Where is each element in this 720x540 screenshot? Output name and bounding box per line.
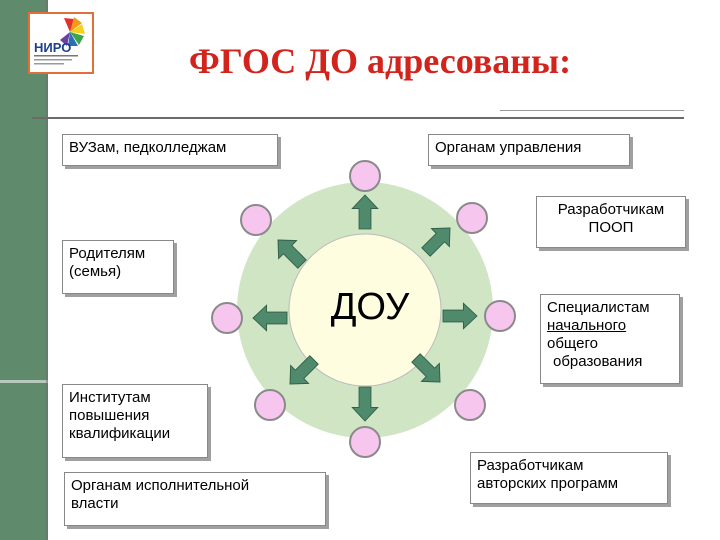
addressee-executive-line2: власти [71,495,119,512]
logo-text: НИРО [34,40,71,55]
addressee-institutes-line1: Институтам [69,389,151,406]
addressee-parents-line1: Родителям [69,245,146,262]
addressee-institutes-line2: повышения [69,407,150,424]
addressee-developers-poop-line1: Разработчикам [557,201,665,218]
addressee-executive: Органам исполнительной власти [64,472,326,526]
addressee-management: Органам управления [428,134,630,166]
left-sidebar-band [0,0,48,540]
addressee-vuz: ВУЗам, педколледжам [62,134,278,166]
addressee-developers-poop-line2: ПООП [588,219,634,236]
addressee-executive-line1: Органам исполнительной [71,477,250,494]
addressee-specialists-line4: образования [553,353,643,370]
node-bottom-right [454,389,486,421]
addressee-specialists-line3: общего [547,335,598,352]
node-bottom-left [254,389,286,421]
node-right [484,300,516,332]
addressee-developers-poop: Разработчикам ПООП [536,196,686,248]
addressee-authors-line1: Разработчикам [477,457,584,474]
node-left [211,302,243,334]
addressee-management-text: Органам управления [435,139,582,156]
horizontal-rule-short [500,110,684,111]
vertical-rule [46,0,48,540]
inner-circle [288,233,442,387]
node-top [349,160,381,192]
node-bottom [349,426,381,458]
niro-logo: НИРО [28,12,94,74]
addressee-parents-line2: (семья) [69,263,122,280]
horizontal-rule [32,117,684,119]
addressee-authors-line2: авторских программ [477,475,619,492]
addressee-specialists-line2: начального [547,317,627,334]
addressee-institutes-line3: квалификации [69,425,171,442]
node-top-right [456,202,488,234]
addressee-specialists-line1: Специалистам [547,299,650,316]
addressee-institutes: Институтам повышения квалификации [62,384,208,458]
addressee-parents: Родителям (семья) [62,240,174,294]
addressee-authors: Разработчикам авторских программ [470,452,668,504]
addressee-vuz-text: ВУЗам, педколледжам [69,139,227,156]
page-title: ФГОС ДО адресованы: [188,41,572,81]
node-top-left [240,204,272,236]
sidebar-divider [0,380,48,383]
center-label: ДОУ [330,286,410,328]
addressee-specialists: Специалистам начального общего образован… [540,294,680,384]
